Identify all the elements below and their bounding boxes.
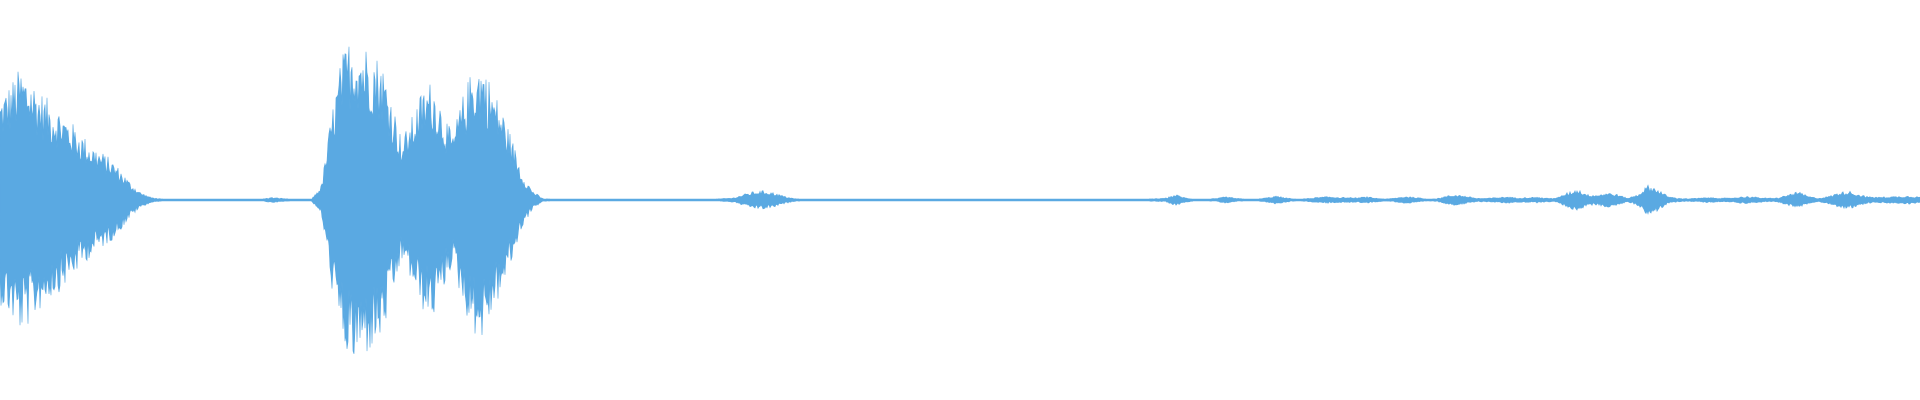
waveform-signal — [0, 46, 1920, 355]
